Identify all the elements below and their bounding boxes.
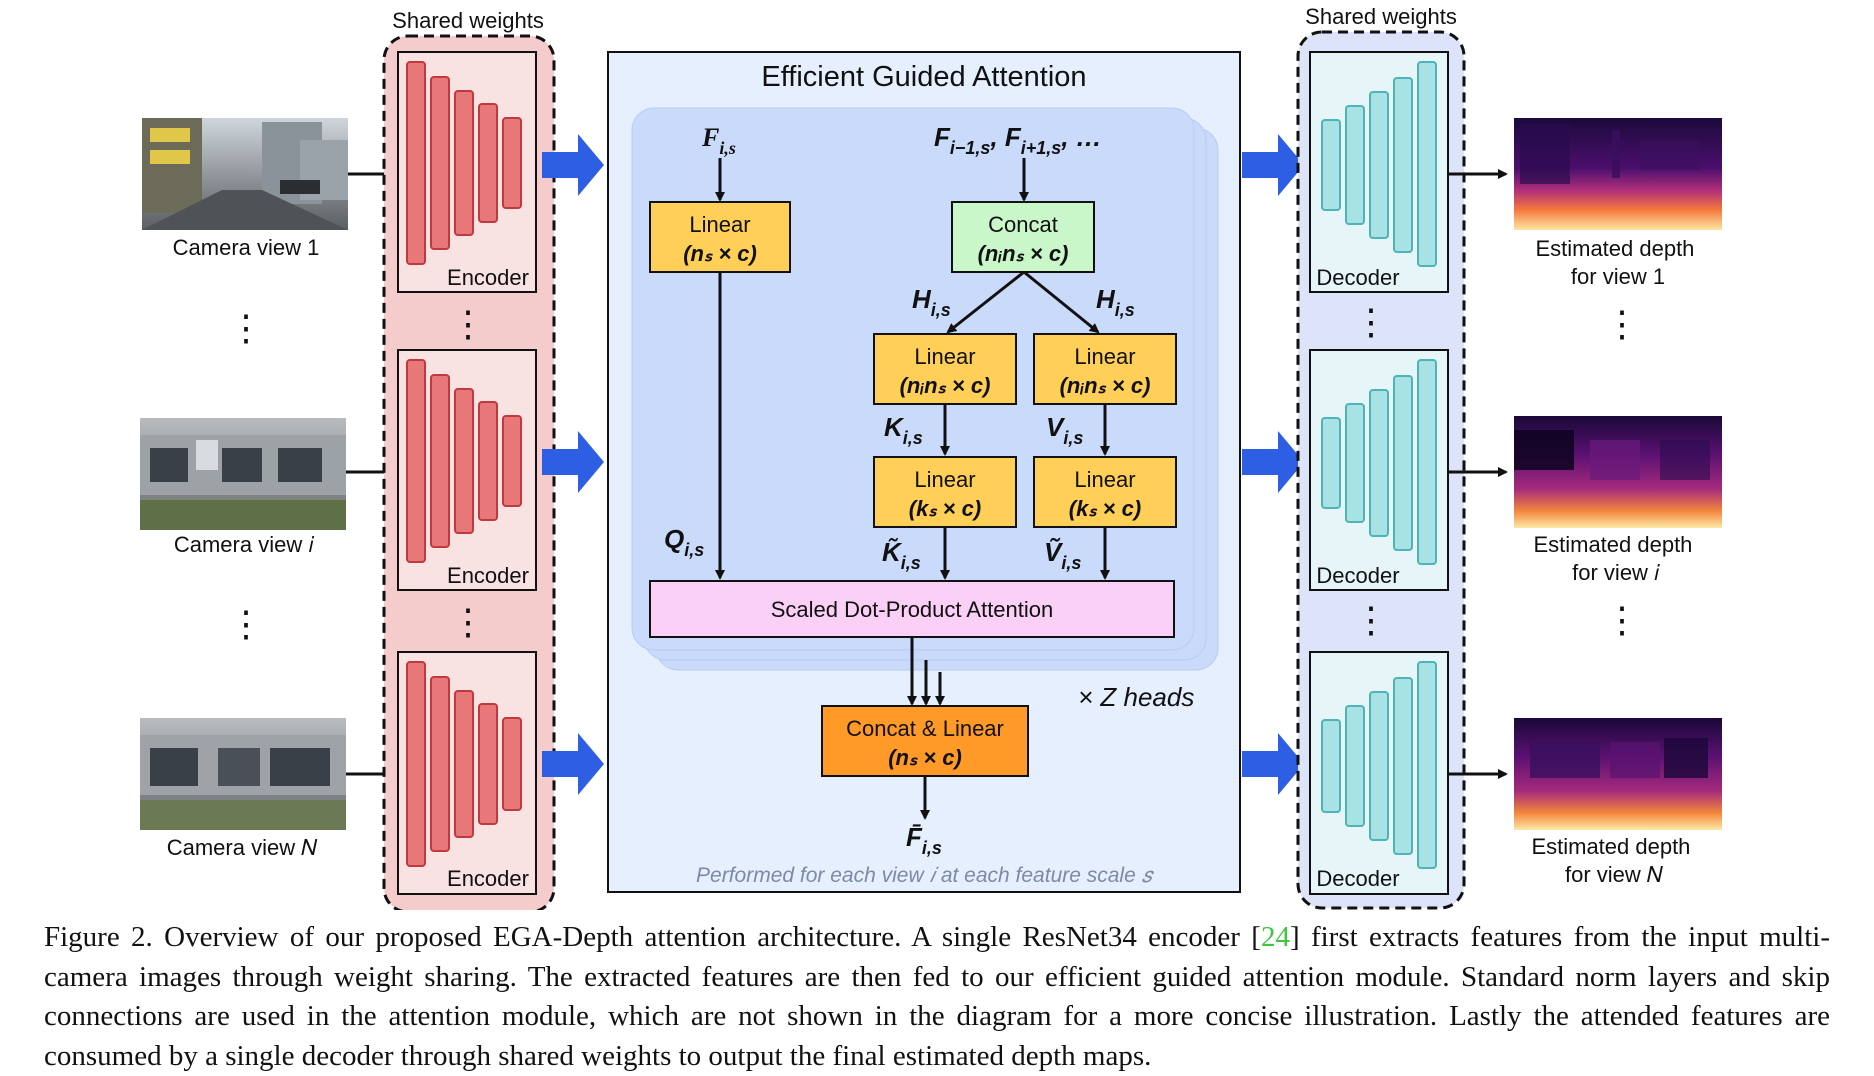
- caption-citation-link[interactable]: 24: [1260, 921, 1290, 953]
- decoder-1: Decoder: [1309, 51, 1449, 293]
- linear-v2-dims: (kₛ × c): [1069, 496, 1141, 521]
- linear-q-dims: (nₛ × c): [683, 241, 757, 266]
- h-label-left: Hi,s: [912, 284, 951, 320]
- camera-image-1: [142, 118, 348, 230]
- depth-label-n: Estimated depth for view 𝑁: [1531, 834, 1696, 887]
- caption-text-start: Figure 2. Overview of our proposed EGA-D…: [44, 921, 1261, 953]
- attention-footer: Performed for each view 𝑖 at each featur…: [696, 864, 1155, 887]
- concat-box: [951, 201, 1095, 273]
- concat-linear-box: [821, 705, 1029, 777]
- concat-title: Concat: [988, 212, 1058, 237]
- encoder-1: Encoder: [397, 51, 537, 293]
- concat-linear-dims: (nₛ × c): [888, 745, 962, 770]
- input-f-self: Fi,s: [701, 123, 736, 158]
- decoder-label-1: Decoder: [1316, 265, 1399, 290]
- encoder-label-n: Encoder: [447, 866, 529, 891]
- big-arrow-decoder-i: [1242, 431, 1304, 493]
- vdots-decoder-2: ⋮: [1353, 599, 1389, 640]
- camera-label-i: Camera view 𝑖: [174, 532, 314, 557]
- camera-image-i: [140, 418, 346, 530]
- vdots-depth-1: ⋮: [1604, 303, 1640, 344]
- arrow-concat-linear-v: [1023, 270, 1100, 334]
- depth-label-1-line2: for view 1: [1571, 264, 1665, 289]
- shared-weights-label-decoder: Shared weights: [1305, 4, 1457, 29]
- architecture-diagram: Camera view 1 Camera view 𝑖 Camera view …: [140, 4, 1722, 910]
- encoder-n: Encoder: [397, 651, 537, 895]
- output-f-bar: F̄i,s: [906, 822, 942, 858]
- big-arrow-decoder-n: [1242, 733, 1304, 795]
- depth-label-1: Estimated depth for view 1: [1535, 236, 1700, 289]
- caption-text-end: ] first extracts features from the input…: [44, 921, 1830, 1072]
- depth-label-i-line1: Estimated depth: [1533, 532, 1692, 557]
- k-tilde-label: K̃i,s: [882, 537, 921, 573]
- figure-caption: Figure 2. Overview of our proposed EGA-D…: [44, 918, 1830, 1076]
- linear-v-box: [1033, 333, 1177, 405]
- concat-linear-title: Concat & Linear: [846, 716, 1004, 741]
- vdots-camera-2: ⋮: [228, 603, 264, 644]
- linear-v-title: Linear: [1074, 344, 1135, 369]
- depth-label-n-line1: Estimated depth: [1531, 834, 1690, 859]
- v-tilde-label: Ṽi,s: [1044, 537, 1081, 573]
- depth-label-n-line2: for view 𝑁: [1565, 862, 1664, 887]
- decoder-label-n: Decoder: [1316, 866, 1399, 891]
- linear-k-title: Linear: [914, 344, 975, 369]
- v-label: Vi,s: [1046, 412, 1083, 448]
- big-arrow-encoder-i: [542, 431, 604, 493]
- linear-q-title: Linear: [689, 212, 750, 237]
- depth-map-1: [1514, 118, 1722, 230]
- camera-label-n: Camera view 𝑁: [167, 835, 318, 860]
- concat-dims: (nᵢnₛ × c): [978, 241, 1069, 266]
- vdots-encoder-2: ⋮: [450, 601, 486, 642]
- camera-image-n: [140, 718, 346, 830]
- linear-k2-title: Linear: [914, 467, 975, 492]
- vdots-camera-1: ⋮: [228, 307, 264, 348]
- linear-v2-title: Linear: [1074, 467, 1135, 492]
- depth-label-i: Estimated depth for view 𝑖: [1533, 532, 1698, 585]
- z-heads-label: × Z heads: [1078, 682, 1194, 712]
- linear-k-dims: (nᵢnₛ × c): [900, 373, 991, 398]
- big-arrow-decoder-1: [1242, 134, 1304, 196]
- encoder-label-1: Encoder: [447, 265, 529, 290]
- vdots-depth-2: ⋮: [1604, 599, 1640, 640]
- depth-map-i: [1514, 416, 1722, 528]
- linear-v2-box: [1033, 456, 1177, 528]
- decoder-i: Decoder: [1309, 349, 1449, 591]
- linear-k2-dims: (kₛ × c): [909, 496, 981, 521]
- vdots-encoder-1: ⋮: [450, 303, 486, 344]
- depth-map-n: [1514, 718, 1722, 830]
- depth-label-i-line2: for view 𝑖: [1572, 560, 1660, 585]
- linear-v-dims: (nᵢnₛ × c): [1060, 373, 1151, 398]
- big-arrow-encoder-n: [542, 733, 604, 795]
- h-label-right: Hi,s: [1096, 284, 1135, 320]
- linear-k-box: [873, 333, 1017, 405]
- input-f-others: Fi−1,s, Fi+1,s, …: [934, 122, 1102, 158]
- encoder-label-i: Encoder: [447, 563, 529, 588]
- linear-k2-box: [873, 456, 1017, 528]
- linear-q-box: [649, 201, 791, 273]
- q-label: Qi,s: [664, 524, 704, 560]
- decoder-n: Decoder: [1309, 651, 1449, 895]
- vdots-decoder-1: ⋮: [1353, 301, 1389, 342]
- arrow-concat-linear-k: [946, 270, 1025, 334]
- big-arrow-encoder-1: [542, 134, 604, 196]
- sdpa-label: Scaled Dot-Product Attention: [771, 597, 1054, 622]
- decoder-label-i: Decoder: [1316, 563, 1399, 588]
- shared-weights-label-encoder: Shared weights: [392, 8, 544, 33]
- encoder-i: Encoder: [397, 349, 537, 591]
- camera-label-1: Camera view 1: [173, 235, 320, 260]
- sdpa-box: [649, 580, 1175, 638]
- k-label: Ki,s: [884, 412, 923, 448]
- attention-title: Efficient Guided Attention: [761, 61, 1086, 93]
- depth-label-1-line1: Estimated depth: [1535, 236, 1694, 261]
